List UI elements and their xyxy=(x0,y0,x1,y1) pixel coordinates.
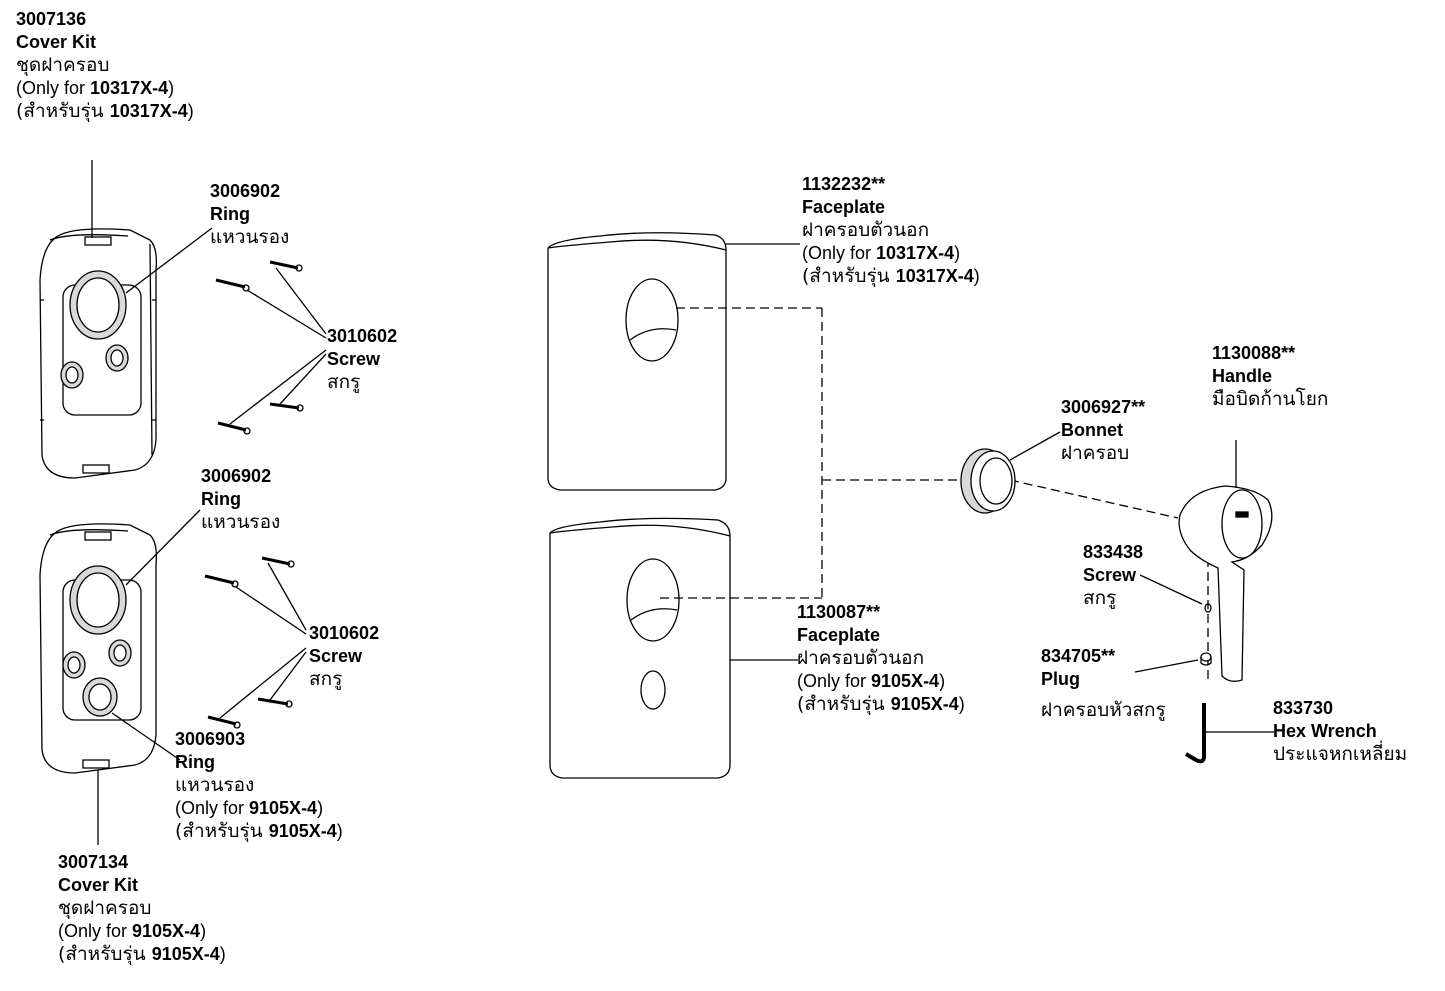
part-number: 3006927** xyxy=(1061,397,1146,417)
part-name: Screw xyxy=(1083,565,1137,585)
model-note: (Only for 10317X-4) xyxy=(802,243,961,263)
model-note-thai: (สำหรับรุ่น 9105X-4) xyxy=(58,943,226,965)
callout-cover-kit-top: 3007136 Cover Kit ชุดฝาครอบ (Only for 10… xyxy=(16,8,194,123)
callout-handle-screw: 833438 Screw สกรู xyxy=(1083,541,1143,610)
part-name: Handle xyxy=(1212,366,1273,386)
model-note: (Only for 9105X-4) xyxy=(797,671,946,691)
part-number: 3010602 xyxy=(309,623,380,643)
part-name-thai: แหวนรอง xyxy=(210,226,290,248)
part-number: 833438 xyxy=(1083,542,1144,562)
part-name-thai: มือบิดก้านโยก xyxy=(1212,388,1329,410)
callout-faceplate-bottom: 1130087** Faceplate ฝาครอบตัวนอก (Only f… xyxy=(797,601,965,716)
part-name-thai: ฝาครอบตัวนอก xyxy=(802,219,930,241)
part-number: 3007136 xyxy=(16,9,87,29)
model-note: (Only for 9105X-4) xyxy=(175,798,324,818)
part-name: Faceplate xyxy=(797,625,881,645)
part-name: Cover Kit xyxy=(16,32,97,52)
part-name-thai: ชุดฝาครอบ xyxy=(16,54,110,76)
model-note-thai: (สำหรับรุ่น 10317X-4) xyxy=(16,100,194,122)
callout-ring-top: 3006902 Ring แหวนรอง xyxy=(210,180,289,249)
leader-line xyxy=(125,227,213,294)
part-name-thai: ฝาครอบ xyxy=(1061,442,1130,464)
part-name: Screw xyxy=(327,349,381,369)
callout-screw-mid: 3010602 Screw สกรู xyxy=(309,622,379,691)
part-name: Ring xyxy=(175,752,215,772)
callout-hex-wrench: 833730 Hex Wrench ประแจหกเหลี่ยม xyxy=(1273,697,1407,766)
faceplate-bottom-drawing xyxy=(549,517,731,779)
part-name: Ring xyxy=(210,204,250,224)
part-name-thai: สกรู xyxy=(327,371,361,393)
part-number: 833730 xyxy=(1273,698,1334,718)
callout-handle: 1130088** Handle มือบิดก้านโยก xyxy=(1212,342,1328,411)
part-name-thai: ชุดฝาครอบ xyxy=(58,897,152,919)
model-note-thai: (สำหรับรุ่น 10317X-4) xyxy=(802,265,980,287)
part-name-thai: แหวนรอง xyxy=(175,774,255,796)
model-note: (Only for 10317X-4) xyxy=(16,78,175,98)
part-number: 3006903 xyxy=(175,729,246,749)
faceplate-top-drawing xyxy=(547,232,727,491)
bonnet-drawing xyxy=(960,448,1016,514)
screws-mid-drawing xyxy=(204,556,295,729)
part-name: Faceplate xyxy=(802,197,886,217)
part-name-thai: ประแจหกเหลี่ยม xyxy=(1273,743,1408,765)
part-name: Cover Kit xyxy=(58,875,139,895)
callout-bonnet: 3006927** Bonnet ฝาครอบ xyxy=(1061,396,1145,465)
part-number: 1130087** xyxy=(797,602,881,622)
model-note-thai: (สำหรับรุ่น 9105X-4) xyxy=(175,820,343,842)
model-note-thai: (สำหรับรุ่น 9105X-4) xyxy=(797,693,965,715)
part-name-thai: แหวนรอง xyxy=(201,511,281,533)
part-name-thai: สกรู xyxy=(1083,587,1117,609)
part-number: 3006902 xyxy=(201,466,272,486)
part-name-thai: ฝาครอบหัวสกรู xyxy=(1041,699,1166,721)
cover-kit-top-drawing xyxy=(39,228,158,479)
callout-cover-kit-bottom: 3007134 Cover Kit ชุดฝาครอบ (Only for 91… xyxy=(58,851,226,966)
part-name: Screw xyxy=(309,646,363,666)
part-number: 3006902 xyxy=(210,181,281,201)
callout-plug: 834705** Plug ฝาครอบหัวสกรู xyxy=(1041,645,1166,722)
part-name: Bonnet xyxy=(1061,420,1123,440)
handle-drawing xyxy=(1178,485,1273,682)
callout-screw-top: 3010602 Screw สกรู xyxy=(327,325,397,394)
callout-ring-mid: 3006902 Ring แหวนรอง xyxy=(201,465,280,534)
cover-kit-bottom-drawing xyxy=(39,523,158,774)
part-number: 1132232** xyxy=(802,174,886,194)
part-name-thai: ฝาครอบตัวนอก xyxy=(797,647,925,669)
model-note: (Only for 9105X-4) xyxy=(58,921,207,941)
part-name-thai: สกรู xyxy=(309,668,343,690)
part-number: 3010602 xyxy=(327,326,398,346)
callout-ring-bottom: 3006903 Ring แหวนรอง (Only for 9105X-4) … xyxy=(175,728,343,843)
part-name: Hex Wrench xyxy=(1273,721,1377,741)
part-name: Ring xyxy=(201,489,241,509)
callout-faceplate-top: 1132232** Faceplate ฝาครอบตัวนอก (Only f… xyxy=(802,173,980,288)
screws-top-drawing xyxy=(215,260,304,435)
handle-screw-drawing xyxy=(1200,603,1212,666)
part-number: 834705** xyxy=(1041,646,1116,666)
part-number: 1130088** xyxy=(1212,343,1296,363)
center-lines xyxy=(660,307,1209,680)
part-number: 3007134 xyxy=(58,852,129,872)
hex-wrench-drawing xyxy=(1184,703,1206,764)
part-name: Plug xyxy=(1041,669,1080,689)
